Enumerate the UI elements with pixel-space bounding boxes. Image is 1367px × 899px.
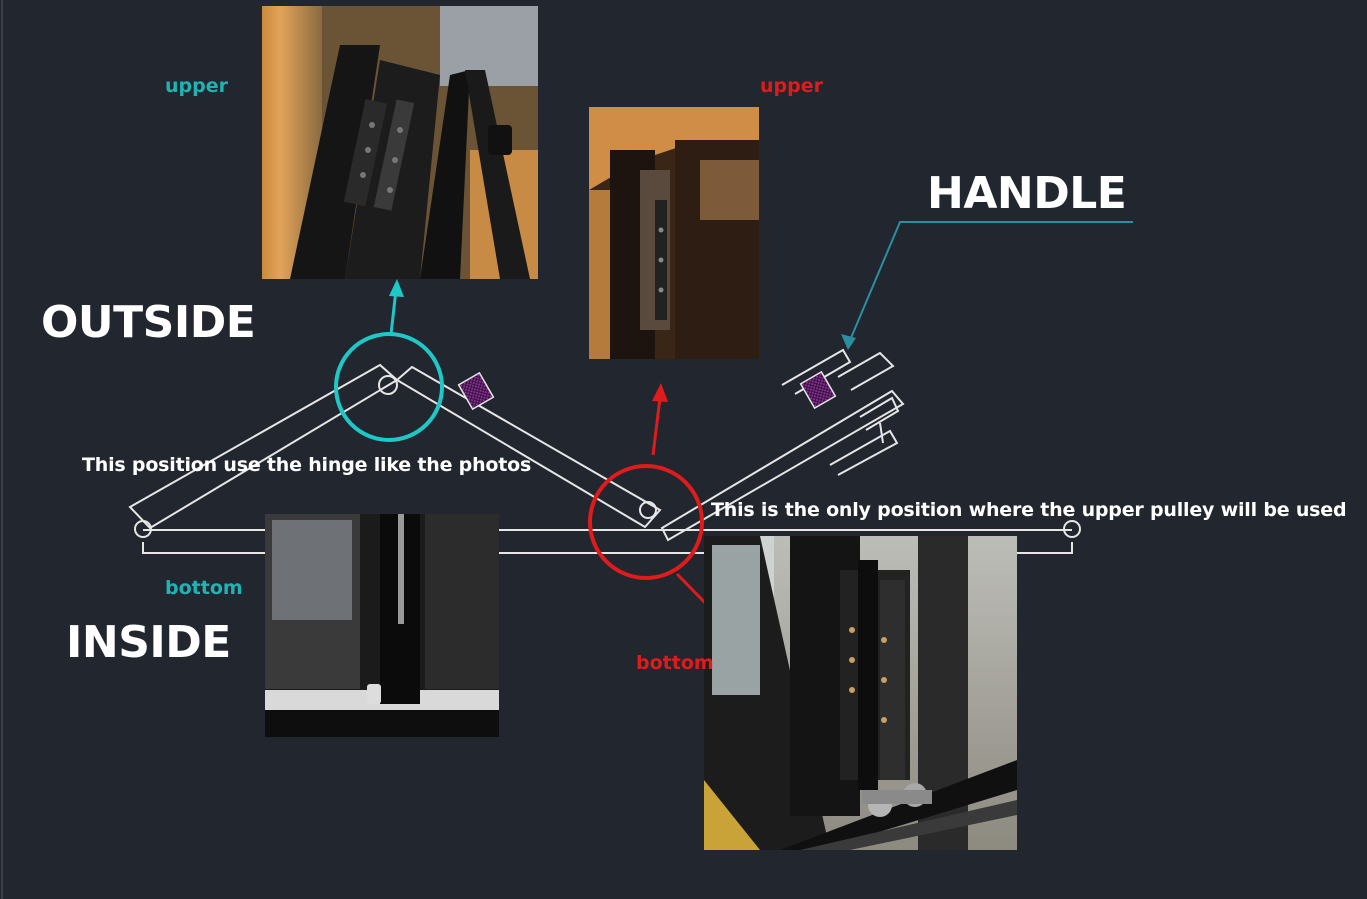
pivot-top-hinge bbox=[378, 375, 398, 395]
bottom-right-label: bottom bbox=[636, 652, 714, 674]
outside-hinge-arrowhead bbox=[389, 279, 404, 297]
upper-red-arrowhead bbox=[652, 383, 668, 402]
pivot-right-end bbox=[1063, 520, 1081, 538]
upper-red-arrow bbox=[651, 397, 662, 456]
handle-icon-right bbox=[799, 370, 837, 410]
outside-hinge-highlight-circle bbox=[334, 332, 444, 442]
photo-center-upper-pulley bbox=[589, 107, 759, 359]
outside-hinge-arrow bbox=[389, 289, 398, 335]
photo-outside-bottom-hinge bbox=[265, 514, 499, 737]
upper-left-label: upper bbox=[165, 75, 228, 97]
handle-callout-line bbox=[847, 221, 1133, 346]
handle-callout-arrowhead bbox=[841, 334, 856, 350]
handle-icon-left bbox=[457, 371, 495, 411]
right-position-note: This is the only position where the uppe… bbox=[711, 499, 1347, 521]
center-pulley-highlight-circle bbox=[588, 464, 704, 580]
handle-label: HANDLE bbox=[927, 168, 1127, 219]
pivot-left-end bbox=[134, 520, 152, 538]
bottom-left-label: bottom bbox=[165, 577, 243, 599]
pivot-points bbox=[134, 375, 1081, 538]
upper-right-label: upper bbox=[760, 75, 823, 97]
photo-center-bottom-pulley bbox=[704, 536, 1017, 850]
pivot-center-hinge bbox=[639, 501, 657, 519]
inside-label: INSIDE bbox=[66, 617, 231, 668]
outside-label: OUTSIDE bbox=[41, 297, 256, 348]
left-position-note: This position use the hinge like the pho… bbox=[82, 454, 532, 476]
photo-outside-upper-hinge bbox=[262, 6, 538, 279]
